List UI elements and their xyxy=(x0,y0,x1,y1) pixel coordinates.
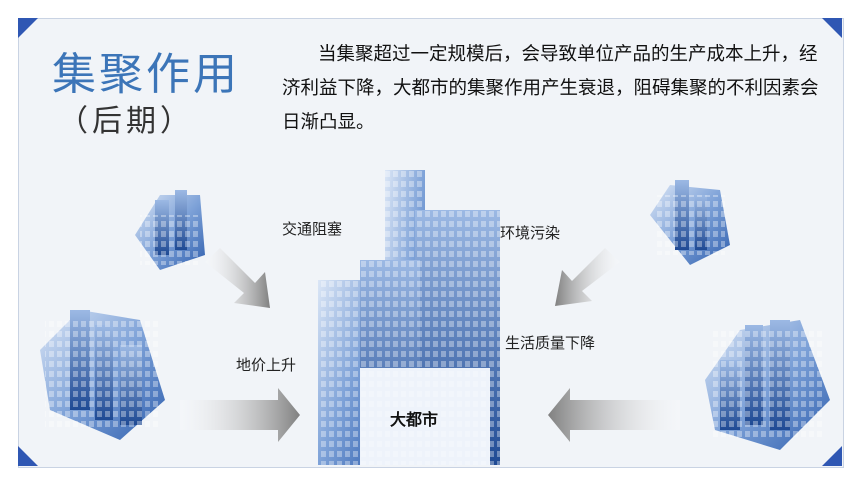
city-cluster-top-right xyxy=(650,180,730,265)
arrow-bottom-right xyxy=(548,388,680,442)
slide-title: 集聚作用 xyxy=(52,49,240,100)
metropolis-illustration xyxy=(318,170,500,465)
factor-label-traffic: 交通阻塞 xyxy=(282,220,343,238)
corner-decoration-top-left xyxy=(18,18,38,38)
factor-label-land-price: 地价上升 xyxy=(236,356,297,374)
arrow-top-left xyxy=(205,248,270,308)
city-cluster-bottom-left xyxy=(40,310,165,440)
arrow-top-right xyxy=(555,248,620,306)
slide-subtitle: （后期） xyxy=(58,104,194,139)
factor-label-pollution: 环境污染 xyxy=(500,224,561,242)
city-cluster-bottom-right xyxy=(705,320,830,450)
corner-decoration-bottom-right xyxy=(822,446,842,466)
arrow-bottom-left xyxy=(180,388,300,442)
corner-decoration-top-right xyxy=(822,18,842,38)
corner-decoration-bottom-left xyxy=(18,446,38,466)
city-cluster-top-left xyxy=(135,190,205,270)
slide-paragraph: 当集聚超过一定规模后，会导致单位产品的生产成本上升，经济利益下降，大都市的集聚作… xyxy=(282,44,819,133)
factor-label-quality: 生活质量下降 xyxy=(505,334,596,352)
center-label-metropolis: 大都市 xyxy=(390,410,439,429)
